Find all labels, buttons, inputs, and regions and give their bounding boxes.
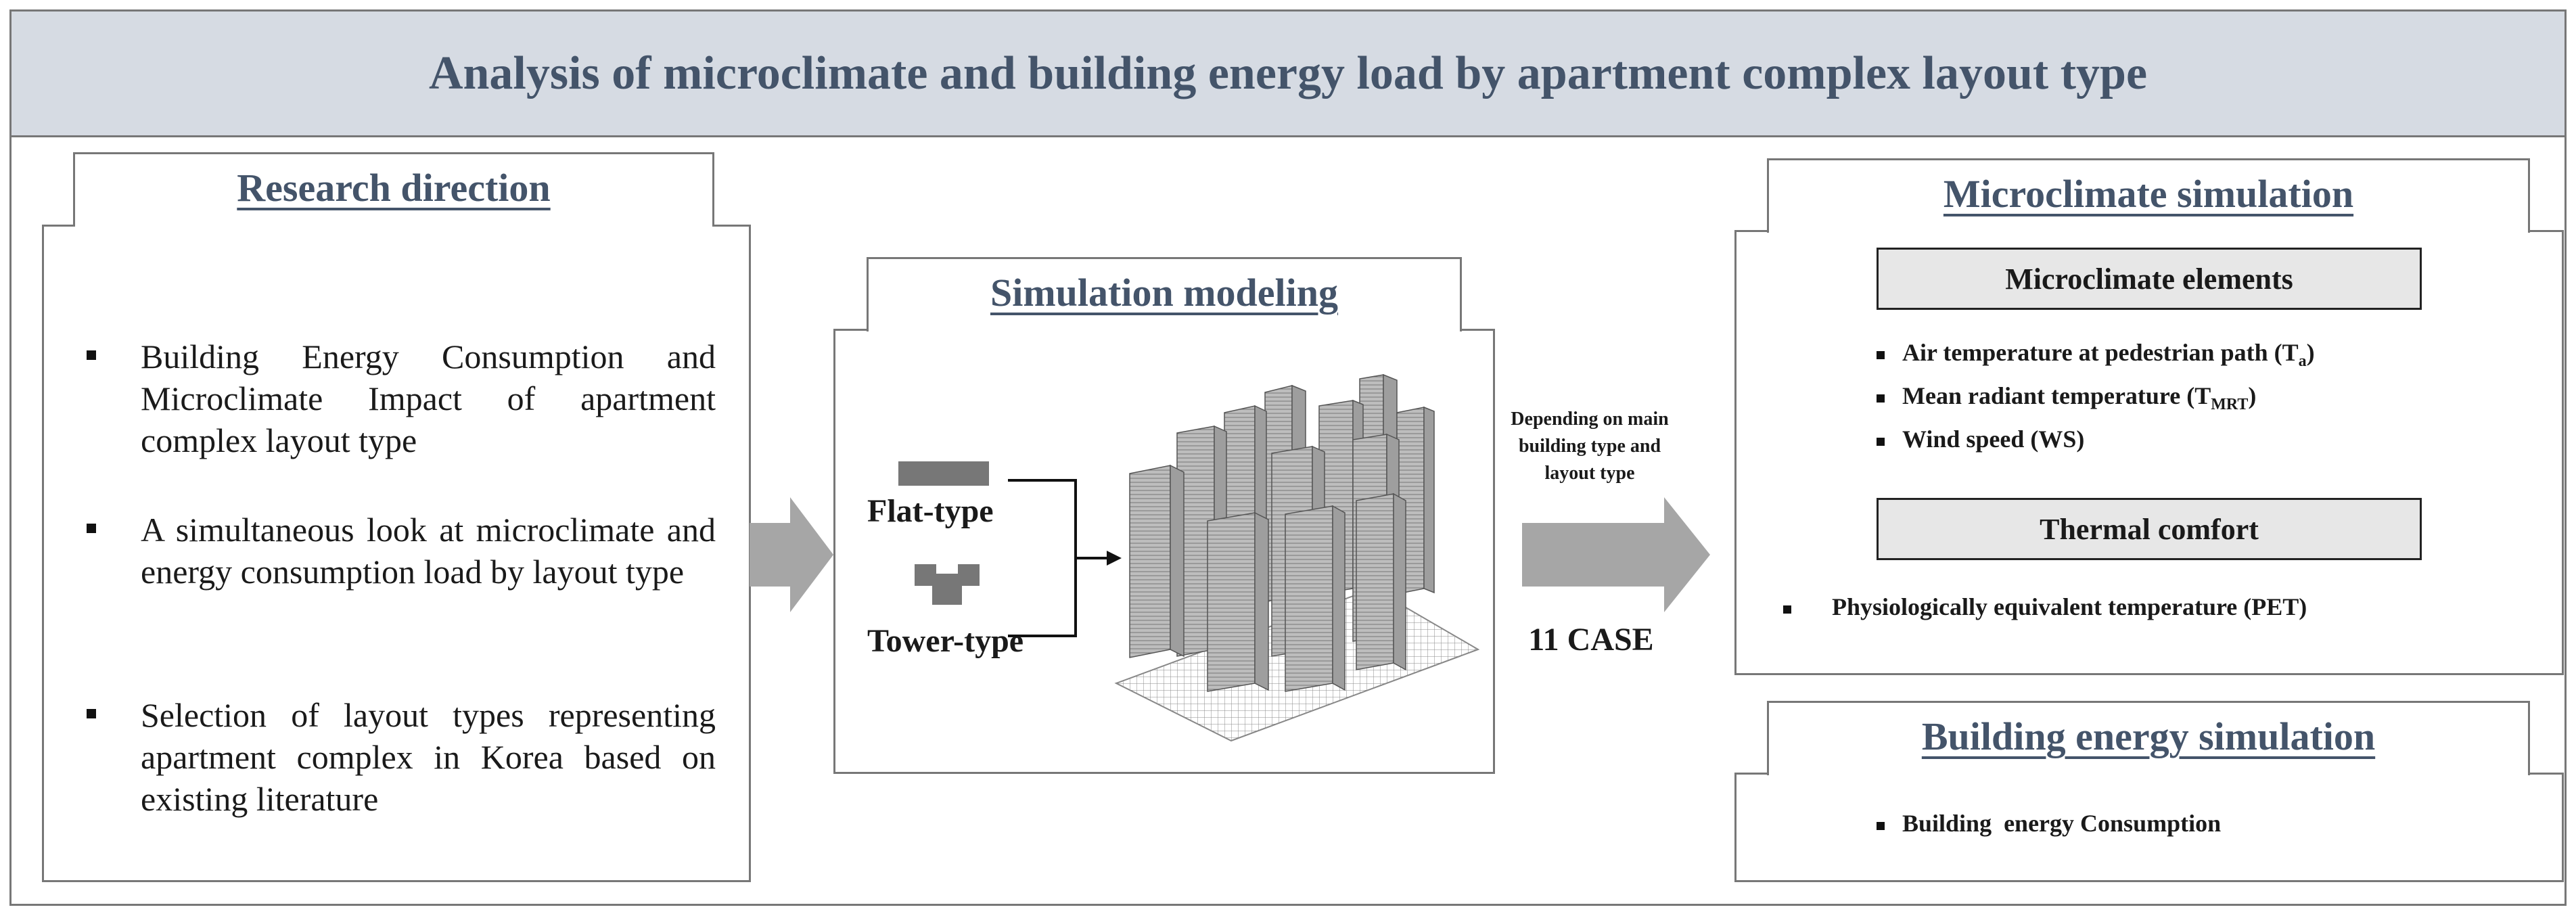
micro-heading: Microclimate simulation <box>1943 172 2354 216</box>
energy-heading: Building energy simulation <box>1921 714 2376 758</box>
microclimate-elements-box: Microclimate elements <box>1877 248 2422 310</box>
arrow-right-1 <box>750 497 833 612</box>
energy-item-consumption: Building energy Consumption <box>1877 809 2221 837</box>
research-bullet-3: Selection of layout types representing a… <box>87 694 716 820</box>
connector-label: Depending on main building type and layo… <box>1511 409 1669 484</box>
research-bullet-2: A simultaneous look at microclimate and … <box>87 509 716 593</box>
energy-panel <box>1734 773 2564 882</box>
bullet-square <box>1877 437 1885 446</box>
flat-type-label: Flat-type <box>867 493 994 529</box>
research-heading: Research direction <box>237 166 551 210</box>
tower-type-label: Tower-type <box>867 623 1024 659</box>
thermal-comfort-box: Thermal comfort <box>1877 498 2422 560</box>
building-3d-model <box>1114 373 1480 742</box>
bullet-square <box>87 524 96 533</box>
tower-type-icon <box>915 564 980 605</box>
element-mean-radiant-temperature: Mean radiant temperature (TMRT) <box>1877 382 2256 414</box>
energy-tab-cover <box>1769 768 2528 777</box>
element-wind-speed: Wind speed (WS) <box>1877 425 2084 453</box>
research-panel <box>42 225 751 882</box>
bracket-connector <box>1008 479 1122 637</box>
micro-tab: Microclimate simulation <box>1767 158 2530 233</box>
bullet-square <box>87 350 96 360</box>
modeling-tab: Simulation modeling <box>867 257 1462 331</box>
comfort-item-pet: Physiologically equivalent temperature (… <box>1783 593 2307 621</box>
arrow-right-2 <box>1522 497 1710 612</box>
title-bar: Analysis of microclimate and building en… <box>12 12 2564 137</box>
element-air-temperature: Air temperature at pedestrian path (Ta) <box>1877 338 2315 371</box>
bullet-square <box>1783 605 1791 614</box>
modeling-tab-cover <box>869 324 1460 334</box>
diagram-title: Analysis of microclimate and building en… <box>428 47 2148 99</box>
flat-type-icon <box>898 461 989 486</box>
bullet-square <box>1877 394 1885 403</box>
research-tab: Research direction <box>73 152 714 227</box>
case-count-label: 11 CASE <box>1528 622 1654 658</box>
micro-tab-cover <box>1769 225 2528 235</box>
bullet-square <box>87 709 96 718</box>
energy-tab: Building energy simulation <box>1767 701 2530 775</box>
modeling-heading: Simulation modeling <box>990 271 1339 315</box>
research-tab-cover <box>75 220 712 229</box>
bullet-square <box>1877 350 1885 359</box>
bullet-square <box>1877 821 1885 830</box>
research-bullet-1: Building Energy Consumption and Microcli… <box>87 336 716 461</box>
